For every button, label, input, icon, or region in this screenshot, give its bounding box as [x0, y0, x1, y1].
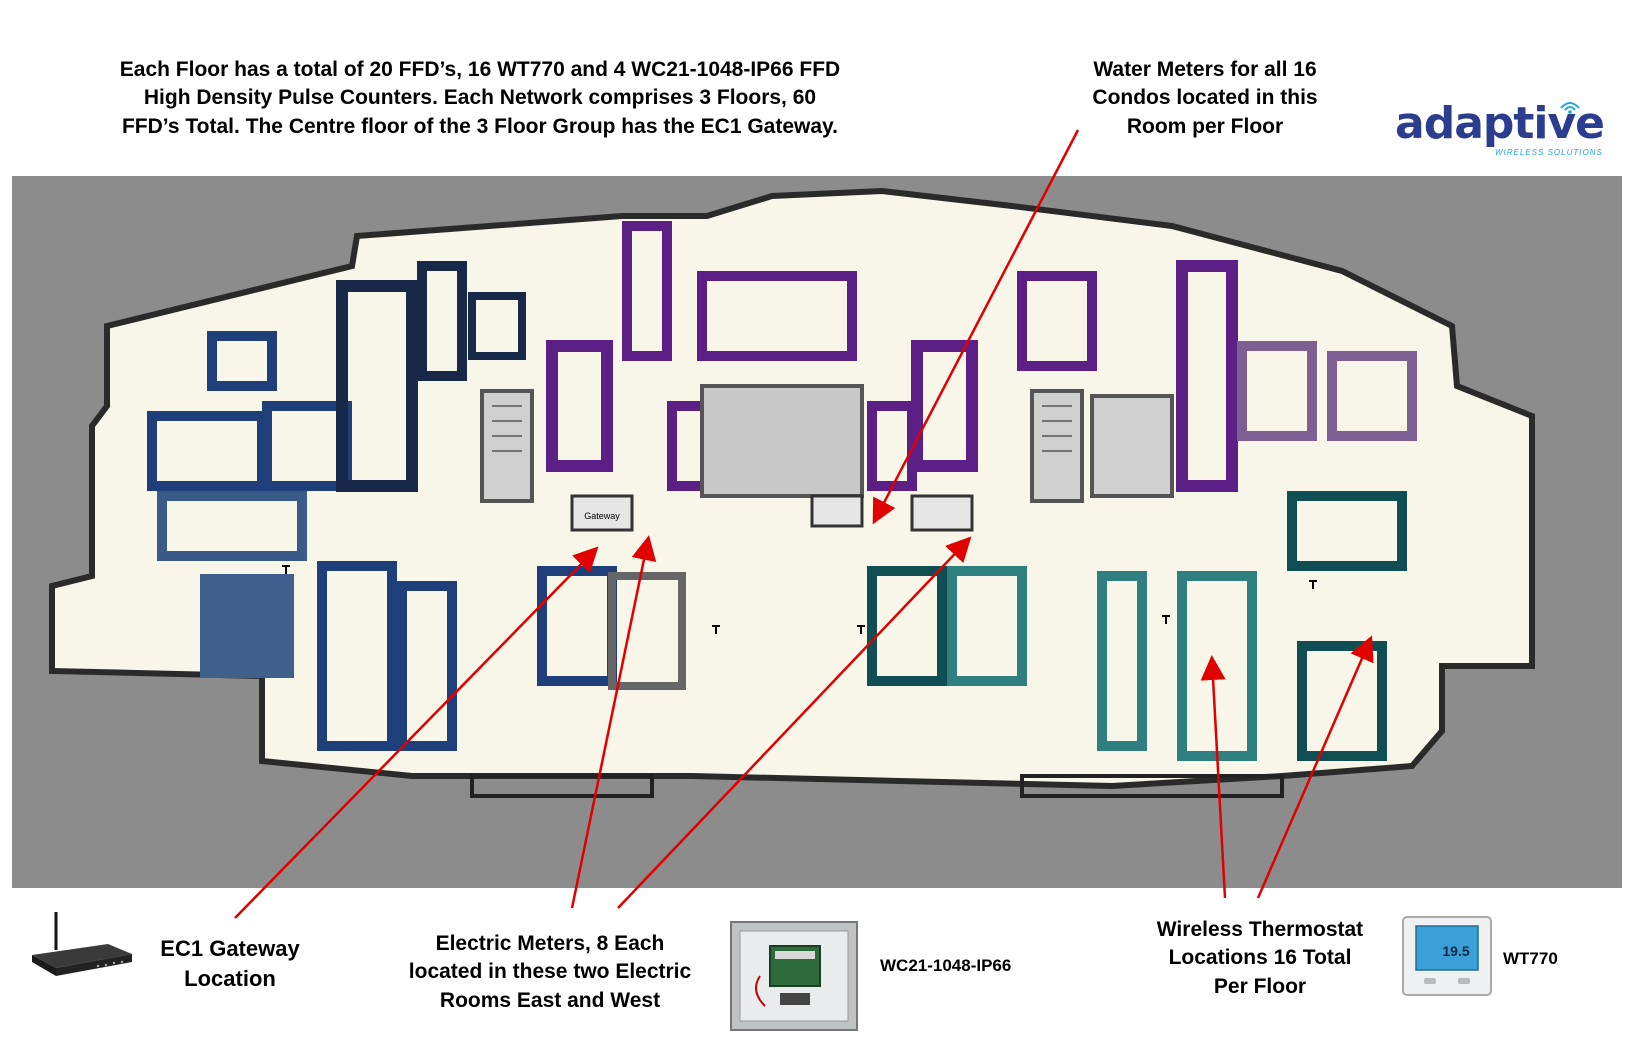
logo-tagline: WIRELESS SOLUTIONS — [1495, 148, 1603, 157]
arrow-electric-west — [570, 535, 657, 909]
water-line-3: Room per Floor — [1126, 114, 1284, 138]
west-electric-room: Gateway — [570, 494, 634, 532]
water-meters-label: Water Meters for all 16 Condos located i… — [1040, 56, 1370, 141]
thermostat-device-photo: 19.5 — [1402, 916, 1492, 996]
header-line-3: FFD’s Total. The Centre floor of the 3 F… — [121, 114, 839, 138]
pulse-counter-photo — [730, 921, 858, 1031]
thermo-line-2: Locations 16 Total — [1168, 946, 1352, 970]
gateway-room-label: Gateway — [584, 511, 620, 521]
elevator-core — [480, 384, 1174, 503]
wifi-signal-icon — [1560, 102, 1580, 114]
gateway-device-photo — [32, 912, 132, 976]
gateway-location-label: EC1 Gateway Location — [130, 934, 330, 993]
electric-line-1: Electric Meters, 8 Each — [435, 932, 665, 955]
thermostat-locations-label: Wireless Thermostat Locations 16 Total P… — [1110, 916, 1410, 1001]
arrow-thermostat-1 — [1200, 655, 1227, 899]
wc-model-label: WC21-1048-IP66 — [880, 956, 1012, 975]
center-north-suites — [546, 221, 1417, 492]
logo-wordmark: adaptive — [1395, 98, 1605, 149]
arrow-water-meters — [872, 129, 1080, 525]
thermostat-markers — [282, 565, 1317, 634]
floor-plan: Gateway — [12, 176, 1622, 888]
electric-line-2: located in these two Electric — [408, 960, 692, 984]
arrow-gateway — [234, 546, 599, 919]
electric-meters-label: Electric Meters, 8 Each located in these… — [375, 930, 725, 1015]
west-south-suites — [157, 491, 617, 751]
gateway-line-1: EC1 Gateway — [160, 936, 300, 961]
electric-line-3: Rooms East and West — [439, 988, 661, 1012]
gateway-line-2: Location — [184, 965, 276, 991]
header-line-1: Each Floor has a total of 20 FFD’s, 16 W… — [119, 58, 841, 81]
adaptive-logo: adaptive WIRELESS SOLUTIONS — [1395, 98, 1615, 162]
central-corridor — [302, 516, 1252, 566]
arrow-thermostat-2 — [1256, 635, 1374, 899]
center-south-suites — [608, 491, 1407, 761]
header-description: Each Floor has a total of 20 FFD’s, 16 W… — [40, 56, 920, 141]
thermo-line-3: Per Floor — [1213, 974, 1307, 998]
south-balcony-west — [470, 774, 654, 798]
west-north-suites — [147, 261, 526, 492]
arrow-electric-east — [617, 536, 972, 909]
wt-model-label: WT770 — [1503, 949, 1558, 968]
east-electric-room — [910, 494, 974, 532]
header-line-2: High Density Pulse Counters. Each Networ… — [143, 86, 817, 110]
water-line-2: Condos located in this — [1092, 86, 1318, 110]
south-balcony-east — [1020, 774, 1284, 798]
water-meter-room — [810, 494, 864, 528]
thermo-line-1: Wireless Thermostat — [1156, 918, 1364, 941]
stairs — [492, 405, 1072, 452]
water-line-1: Water Meters for all 16 — [1093, 58, 1317, 81]
thermostat-display: 19.5 — [1442, 943, 1469, 959]
